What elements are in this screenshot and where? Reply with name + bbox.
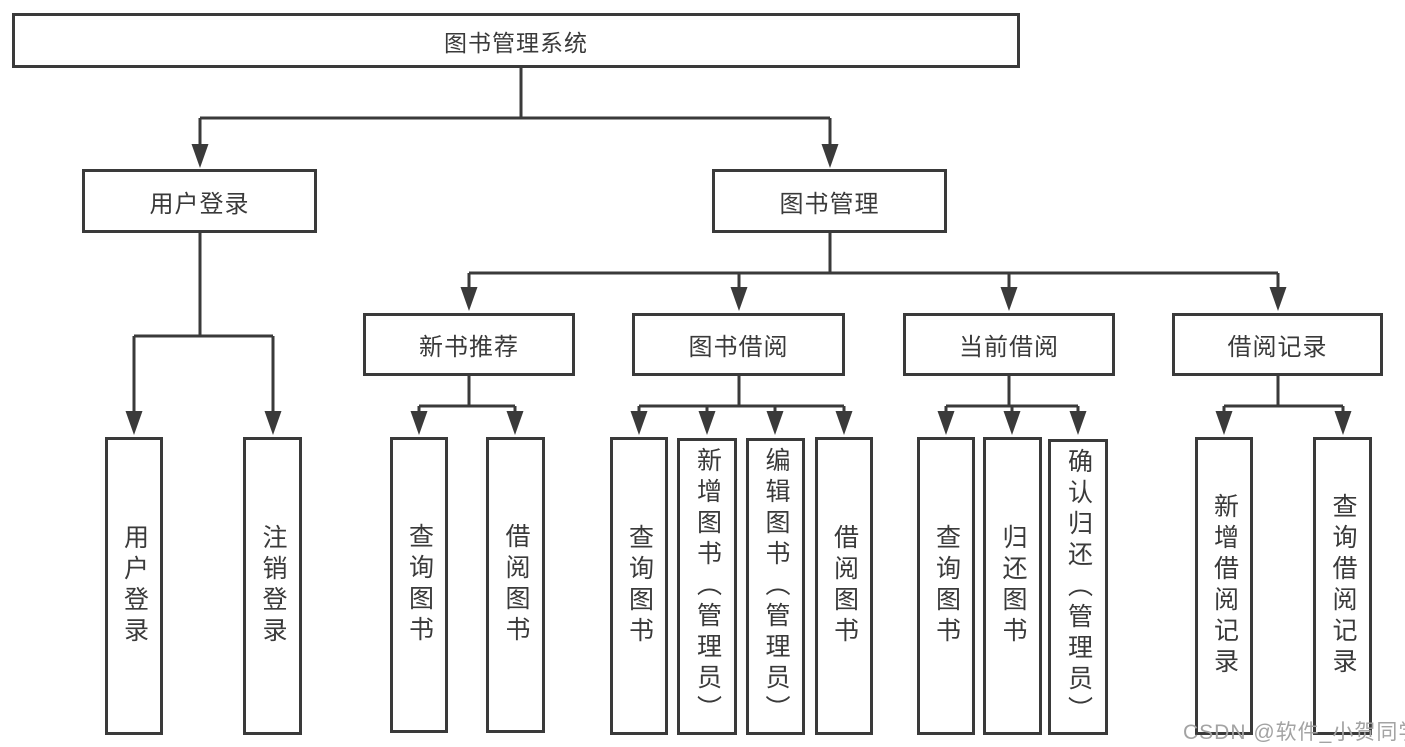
connector-book-borrow-to-leaves <box>630 376 853 435</box>
leaf-node-cb-query-books: 查询图书 <box>917 437 975 735</box>
leaf-node-bb-borrow-books: 借阅图书 <box>815 437 873 735</box>
arrowhead-bb-query <box>630 411 648 435</box>
arrowhead-br-add <box>1215 411 1233 435</box>
arrowhead-leaf-login <box>125 411 143 435</box>
leaf-node-nb-borrow-books: 借阅图书 <box>486 437 545 733</box>
arrowhead-cb-confirm <box>1069 411 1087 435</box>
connector-borrow-records-to-leaves <box>1215 376 1352 435</box>
arrowhead-user-login <box>191 144 209 168</box>
connector-new-book-to-leaves <box>410 376 524 435</box>
arrowhead-new-book <box>460 287 478 311</box>
arrowhead-br-query <box>1334 411 1352 435</box>
level3-node-book-borrow: 图书借阅 <box>632 313 845 376</box>
arrowhead-nb-borrow <box>506 411 524 435</box>
leaf-node-logout: 注销登录 <box>243 437 302 735</box>
connector-current-borrow-to-leaves <box>937 376 1087 435</box>
leaf-node-cb-return-books: 归还图书 <box>983 437 1042 735</box>
level3-node-current-borrow: 当前借阅 <box>903 313 1115 376</box>
arrowhead-bb-borrow <box>835 411 853 435</box>
level2-node-user-login: 用户登录 <box>82 169 317 233</box>
arrowhead-nb-query <box>410 411 428 435</box>
connector-root-to-level2 <box>191 68 839 168</box>
leaf-node-bb-add-books-admin: 新增图书（管理员） <box>677 438 737 735</box>
leaf-node-br-add-record: 新增借阅记录 <box>1195 437 1253 735</box>
arrowhead-borrow-records <box>1269 287 1287 311</box>
arrowhead-book-borrow <box>730 287 748 311</box>
arrowhead-bb-edit <box>766 411 784 435</box>
leaf-node-br-query-record: 查询借阅记录 <box>1313 437 1372 735</box>
leaf-node-user-login: 用户登录 <box>105 437 163 735</box>
connector-user-login-to-leaves <box>125 233 282 435</box>
leaf-node-nb-query-books: 查询图书 <box>390 437 448 733</box>
level2-node-book-management: 图书管理 <box>712 169 947 233</box>
arrowhead-cb-query <box>937 411 955 435</box>
leaf-node-cb-confirm-return-admin: 确认归还（管理员） <box>1048 439 1108 735</box>
level3-node-borrow-records: 借阅记录 <box>1172 313 1383 376</box>
arrowhead-leaf-logout <box>264 411 282 435</box>
arrowhead-bb-add <box>698 411 716 435</box>
leaf-node-bb-edit-books-admin: 编辑图书（管理员） <box>746 438 805 735</box>
leaf-node-bb-query-books: 查询图书 <box>610 437 668 735</box>
connector-book-management-to-level3 <box>460 233 1287 311</box>
arrowhead-cb-return <box>1003 411 1021 435</box>
root-node-book-management-system: 图书管理系统 <box>12 13 1020 68</box>
arrowhead-book-management <box>821 144 839 168</box>
arrowhead-current-borrow <box>1000 287 1018 311</box>
level3-node-new-book-recommend: 新书推荐 <box>363 313 575 376</box>
csdn-watermark: CSDN @软件_小贺同学 <box>1183 721 1405 744</box>
